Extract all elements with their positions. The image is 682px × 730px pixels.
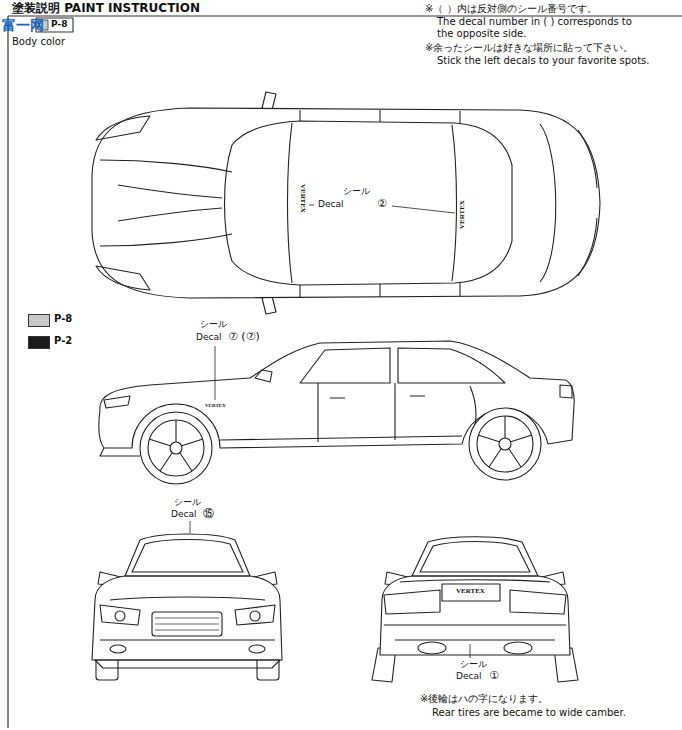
plate-text: VERTEX	[456, 587, 485, 595]
note-text: ※後輪はハの字になります。	[420, 693, 548, 705]
decal-label: Decal	[171, 509, 196, 520]
note-text: Rear tires are became to wide camber.	[432, 707, 626, 719]
callout-number: ②	[377, 197, 387, 210]
note-text: Stick the left decals to your favorite s…	[437, 55, 649, 67]
decal-text: VERTEX	[299, 184, 307, 213]
watermark: 富一网	[2, 17, 44, 34]
decal-text: VERTEX	[458, 200, 466, 229]
paint-code: P-8	[51, 19, 67, 30]
decal-label: Decal	[456, 671, 481, 682]
color-note: Body color	[12, 36, 65, 48]
decal-label: シール	[460, 659, 487, 670]
callout-number: ①	[489, 669, 499, 682]
decal-label: Decal	[196, 332, 221, 343]
decal-label: シール	[174, 497, 201, 508]
sheet-title: 塗装説明 PAINT INSTRUCTION	[12, 1, 200, 15]
note-text: The decal number in ( ) corresponds to t…	[437, 16, 637, 40]
decal-label: シール	[343, 186, 370, 197]
note-text: ※余ったシールは好きな場所に貼って下さい。	[425, 42, 633, 54]
decal-label: シール	[200, 319, 227, 330]
callout-number: ⑦ (⑦)	[228, 330, 260, 343]
legend-text: P-8	[54, 313, 72, 325]
legend-swatch	[28, 336, 50, 349]
decal-text: VERTEX	[205, 403, 226, 409]
decal-label: Decal	[318, 199, 343, 210]
legend-swatch	[28, 314, 50, 327]
legend-text: P-2	[54, 335, 72, 347]
note-text: ※（ ）内は反対側のシール番号です。	[425, 3, 597, 15]
callout-number: ⑮	[203, 507, 214, 520]
